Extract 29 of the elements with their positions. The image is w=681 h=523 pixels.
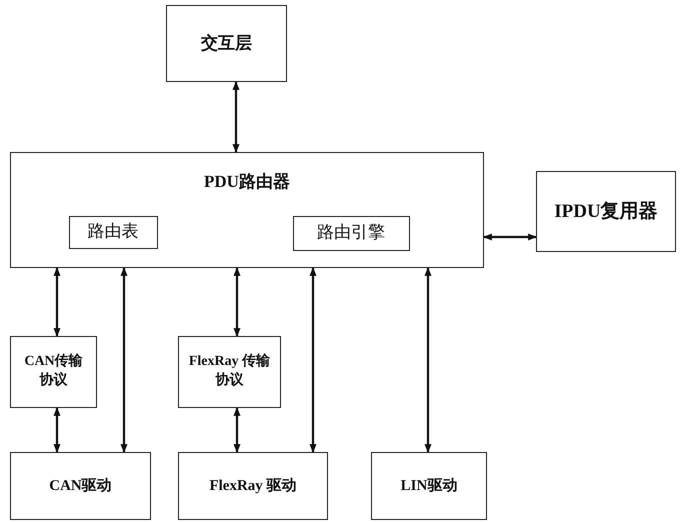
double-arrow: [309, 267, 317, 453]
module-label: CAN传输协议: [23, 353, 84, 390]
module-box: [166, 5, 287, 82]
module-label: CAN驱动: [48, 476, 113, 496]
double-arrow: [232, 81, 240, 153]
double-arrow: [233, 267, 241, 337]
module-label: PDU路由器: [203, 171, 291, 193]
module-box: [10, 336, 97, 408]
module-box: [371, 452, 487, 520]
module-box: [178, 452, 328, 520]
module-label: 路由引擎: [316, 222, 386, 244]
module-label: 交互层: [200, 32, 253, 54]
double-arrow: [53, 267, 61, 337]
module-label: FlexRay 传输协议: [188, 353, 272, 390]
double-arrow: [53, 407, 61, 453]
double-arrow: [120, 267, 128, 453]
double-arrow: [483, 233, 537, 241]
module-box: [536, 171, 676, 252]
module-box: [178, 336, 281, 408]
module-box: [10, 152, 484, 268]
submodule-box: [68, 216, 158, 248]
double-arrow: [233, 407, 241, 453]
submodule-box: [292, 216, 410, 250]
module-box: [10, 452, 151, 520]
module-label: 路由表: [86, 220, 140, 243]
double-arrow: [424, 267, 432, 453]
module-label: FlexRay 驱动: [208, 476, 298, 496]
module-label: LIN驱动: [400, 476, 458, 496]
module-label: IPDU复用器: [553, 200, 659, 224]
